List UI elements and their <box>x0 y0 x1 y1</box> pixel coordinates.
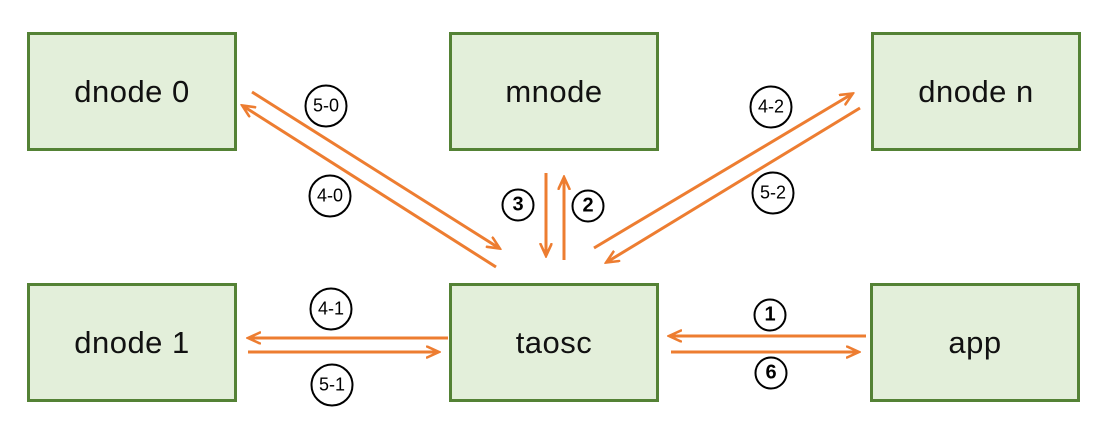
node-app: app <box>870 283 1080 402</box>
edge-label-4-2: 4-2 <box>749 85 793 129</box>
arrow-5-0 <box>251 90 499 248</box>
edge-label-6: 6 <box>754 356 788 390</box>
arrow-5-2 <box>607 106 861 262</box>
node-dnode1: dnode 1 <box>27 283 237 402</box>
node-dnoden: dnode n <box>871 32 1081 151</box>
edge-label-5-1: 5-1 <box>310 363 354 407</box>
edge-label-4-1: 4-1 <box>309 287 353 331</box>
edge-label-4-0: 4-0 <box>308 174 352 218</box>
edge-label-5-0: 5-0 <box>304 84 348 128</box>
arrow-4-2 <box>593 94 852 250</box>
edge-label-5-2: 5-2 <box>751 171 795 215</box>
edge-label-3: 3 <box>501 188 535 222</box>
edge-label-1: 1 <box>753 298 787 332</box>
node-dnode0: dnode 0 <box>27 32 237 151</box>
node-taosc: taosc <box>449 283 659 402</box>
edge-label-2: 2 <box>571 189 605 223</box>
node-mnode: mnode <box>449 32 659 151</box>
arrow-4-0 <box>243 106 497 269</box>
